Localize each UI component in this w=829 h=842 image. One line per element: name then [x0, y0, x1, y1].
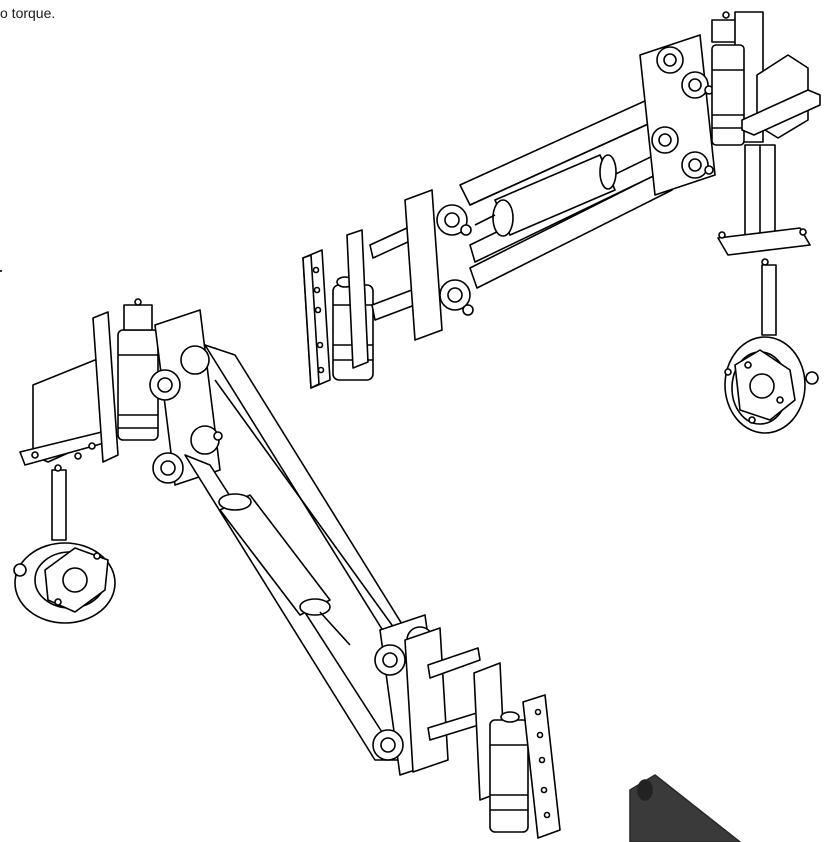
- caption-text: o torque.: [0, 5, 56, 21]
- upper-knuckle-plate: [404, 189, 474, 341]
- lower-side-plate: [92, 311, 119, 463]
- lower-left-knuckle: [149, 309, 223, 486]
- lower-end-motor: [489, 711, 529, 833]
- upper-end-plate: [302, 249, 331, 389]
- stray-mark: [0, 270, 2, 272]
- lower-articulated-arm: [19, 298, 561, 839]
- upper-torque-reaction-tool: [724, 336, 819, 434]
- upper-right-knuckle: [639, 34, 716, 196]
- upper-bracket-plate: [346, 229, 369, 369]
- upper-gas-spring: [474, 154, 617, 237]
- lower-end-plate: [522, 694, 561, 839]
- partial-base-plate: [629, 774, 741, 842]
- lower-gas-spring: [218, 493, 351, 646]
- lower-mount-bracket: [19, 359, 116, 466]
- lower-torque-reaction-tool: [13, 464, 116, 624]
- mounting-column: [717, 54, 821, 336]
- lower-swivel-motor: [117, 298, 159, 441]
- upper-articulated-arm: [302, 11, 764, 389]
